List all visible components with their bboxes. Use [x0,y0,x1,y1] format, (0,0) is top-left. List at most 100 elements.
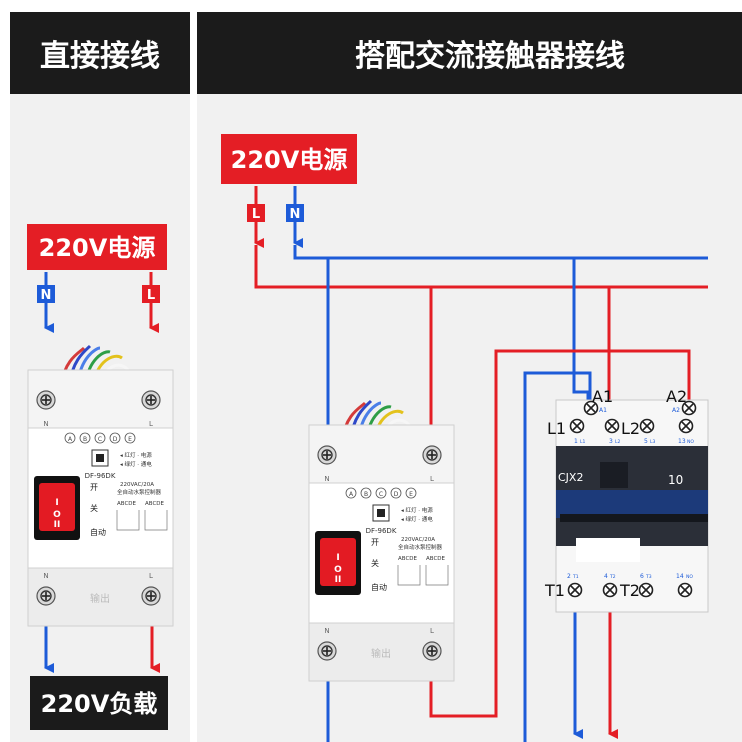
left-indicator-red: ◂ 红灯 · 电源 [120,451,152,459]
left-abcde-1: ABCDE [117,501,137,507]
svg-text:II: II [54,520,61,530]
contactor-t2-label: T2 [619,581,640,600]
right-abcde-2: ABCDE [426,556,446,562]
svg-text:E: E [128,436,132,443]
left-n-tag-text: N [41,288,52,303]
contactor: CJX2 10 1 L1 3 L2 5 L3 13 NO A1 A2 2 T1 … [544,387,709,613]
svg-text:B: B [83,436,87,443]
contactor-l1-label: L1 [547,419,566,438]
right-l-tag-text: L [252,207,260,222]
left-rating: 220VAC/20A [120,482,154,488]
left-mode-auto: 自动 [90,527,106,537]
right-controller: N L N L A B C D E ◂ 红灯 · 电源 ◂ 绿灯 · 通电 DF… [307,399,456,683]
svg-text:A1: A1 [599,407,607,414]
svg-text:O: O [334,565,342,575]
right-n-tag-text: N [290,207,301,222]
right-abcde-circles: A B C D E [345,487,417,499]
right-header-title: 搭配交流接触器接线 [355,39,625,74]
coil-a2-wire [429,349,691,718]
left-mode-on: 开 [90,483,98,492]
left-power-label: 220V电源 [39,234,156,262]
right-mode-auto: 自动 [371,582,387,592]
contactor-a1-label: A1 [592,387,613,406]
right-l-tag [247,204,265,222]
l-bus-wire [254,245,708,289]
left-term-n-bottom: N [43,572,48,580]
left-power-label-box [27,224,167,270]
n-bus-wire [293,245,708,260]
left-l-tag-text: L [147,288,155,303]
svg-text:A: A [68,436,73,443]
svg-text:14: 14 [676,573,684,580]
svg-text:2: 2 [567,573,571,580]
svg-text:13: 13 [678,438,686,445]
svg-text:D: D [113,436,118,443]
left-abcde-2: ABCDE [145,501,165,507]
svg-text:3: 3 [609,438,613,445]
svg-text:B: B [364,491,368,498]
contactor-a2-label: A2 [666,387,687,406]
right-power-label-box [221,134,357,184]
contactor-t1-label: T1 [544,581,565,600]
right-abcde-1: ABCDE [398,556,418,562]
contactor-model: CJX2 [558,471,583,484]
svg-text:1: 1 [574,438,578,445]
svg-text:4: 4 [604,573,608,580]
right-desc: 全自动水泵控制器 [398,543,443,551]
left-term-n-top: N [43,420,48,428]
contactor-nameplate [576,538,640,562]
svg-text:5: 5 [644,438,648,445]
left-l-tag [142,285,160,303]
svg-text:T3: T3 [645,574,652,580]
left-n-tag [37,285,55,303]
svg-text:II: II [335,575,342,585]
left-header-title: 直接接线 [40,39,160,74]
contactor-l2-label: L2 [621,419,640,438]
svg-text:L1: L1 [580,439,586,445]
left-term-l-bottom: L [149,572,153,580]
svg-text:T1: T1 [572,574,579,580]
right-term-l-top: L [430,475,434,483]
left-desc: 全自动水泵控制器 [117,488,162,496]
svg-text:T2: T2 [609,574,616,580]
right-indicator-green: ◂ 绿灯 · 通电 [401,515,433,523]
right-term-n-bottom: N [324,627,329,635]
right-panel-bg [197,12,742,742]
left-indicator-green: ◂ 绿灯 · 通电 [120,460,152,468]
svg-text:I: I [336,553,339,563]
svg-text:6: 6 [640,573,644,580]
right-power-label: 220V电源 [231,146,348,174]
right-mode-on: 开 [371,538,379,547]
right-mode-off: 关 [371,558,379,568]
svg-text:A: A [349,491,354,498]
svg-text:A2: A2 [672,407,680,414]
svg-text:L2: L2 [615,439,621,445]
right-rating: 220VAC/20A [401,537,435,543]
svg-text:E: E [409,491,413,498]
right-term-l-bottom: L [430,627,434,635]
left-output-label: 输出 [90,592,110,605]
left-model: DF-96DK [85,472,116,480]
svg-text:C: C [98,436,102,443]
left-abcde-circles: A B C D E [64,432,136,444]
left-term-l-top: L [149,420,153,428]
svg-text:C: C [379,491,383,498]
svg-text:NO: NO [687,439,694,445]
right-n-tag [286,204,304,222]
contactor-rating: 10 [668,473,683,487]
svg-text:NO: NO [686,574,693,580]
svg-text:O: O [53,510,61,520]
left-load-label-box [30,676,168,730]
svg-text:L3: L3 [650,439,656,445]
left-controller: N L N L A B C D E ◂ 红灯 · 电源 ◂ 绿灯 · 通电 DF… [34,390,168,606]
right-term-n-top: N [324,475,329,483]
left-header-bar [10,12,190,94]
right-output-label: 输出 [371,647,391,660]
right-indicator-red: ◂ 红灯 · 电源 [401,506,433,514]
left-mode-off: 关 [90,503,98,513]
right-header-bar [197,12,742,94]
coil-a1-wire [523,371,592,742]
svg-text:I: I [55,498,58,508]
